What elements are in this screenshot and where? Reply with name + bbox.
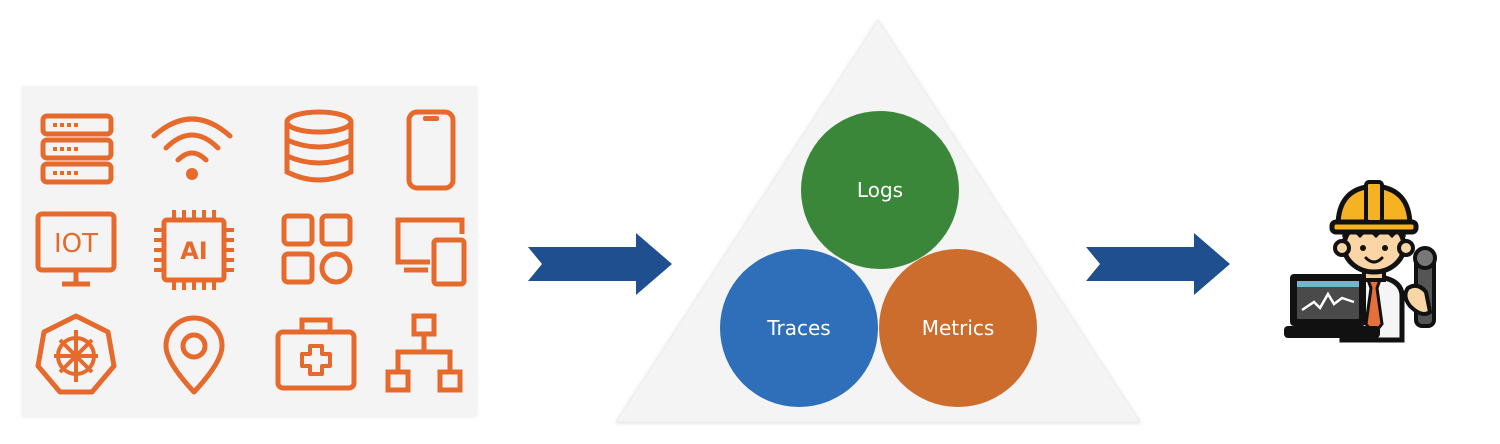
iot-label: IOT xyxy=(54,229,98,259)
apps-grid-icon xyxy=(276,208,360,292)
mobile-phone-icon xyxy=(389,108,473,192)
devices-icon xyxy=(392,210,476,294)
flow-arrow-2 xyxy=(1086,233,1230,295)
wifi-icon xyxy=(150,106,234,190)
kubernetes-icon xyxy=(34,312,118,396)
traces-circle: Traces xyxy=(720,249,878,407)
metrics-label: Metrics xyxy=(921,316,995,340)
ai-chip-icon: AI xyxy=(152,208,236,292)
traces-label: Traces xyxy=(767,316,831,340)
ai-label: AI xyxy=(180,237,208,265)
engineer-with-laptop-icon xyxy=(1284,178,1460,348)
database-icon xyxy=(277,106,361,190)
network-hierarchy-icon xyxy=(382,312,466,396)
data-sources-panel: IOT AI xyxy=(22,86,477,416)
logs-circle: Logs xyxy=(801,111,959,269)
metrics-circle: Metrics xyxy=(879,249,1037,407)
location-pin-icon xyxy=(152,312,236,396)
flow-arrow-1 xyxy=(528,233,672,295)
medical-kit-icon xyxy=(274,312,358,396)
iot-monitor-icon: IOT xyxy=(34,210,118,294)
server-icon xyxy=(37,108,121,192)
logs-label: Logs xyxy=(856,178,904,202)
